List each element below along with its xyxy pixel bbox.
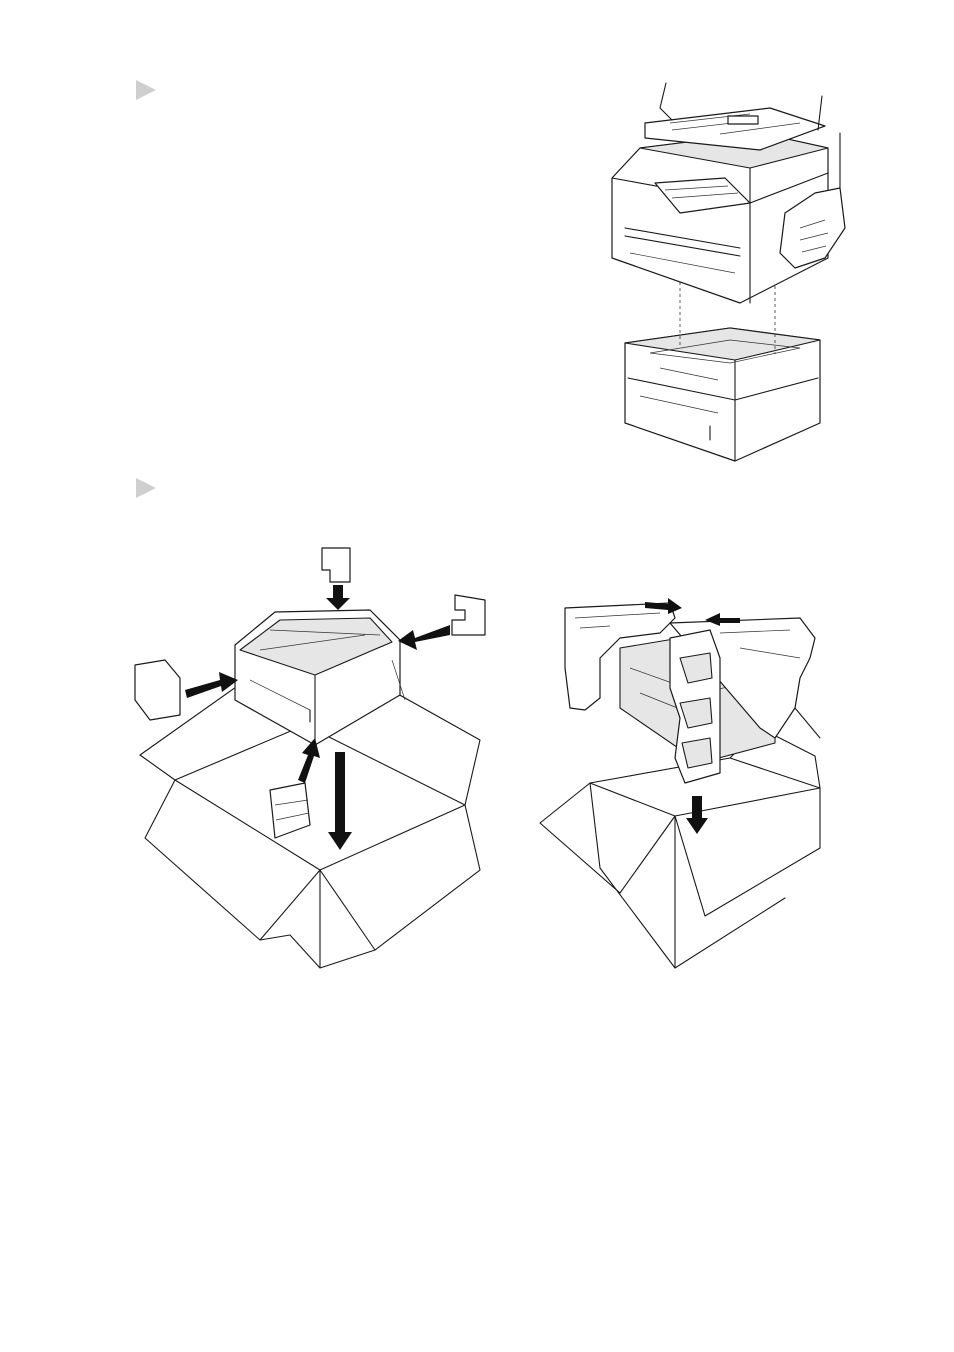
- step-bullet-1: [136, 80, 156, 100]
- fax-foam-packing-icon: [540, 598, 840, 970]
- step-bullet-2: [136, 478, 156, 498]
- fax-machine-lower-tray-icon: [600, 78, 850, 463]
- tray-foam-packing-icon: [130, 540, 490, 970]
